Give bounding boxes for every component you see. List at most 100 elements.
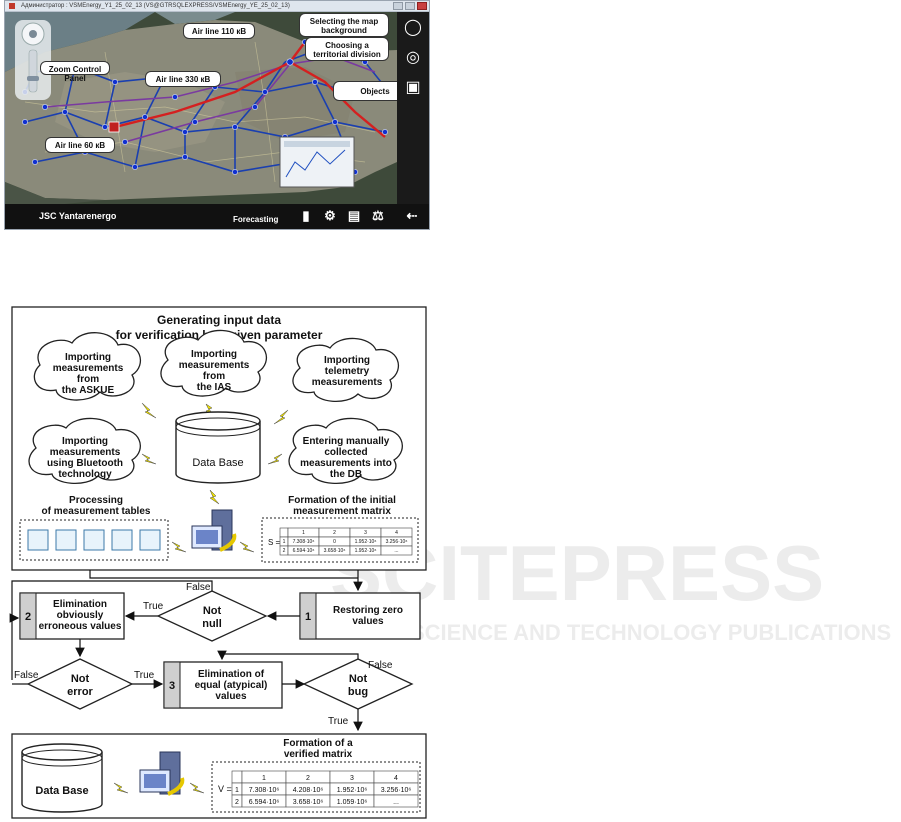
company-name: JSC Yantarenergo — [39, 211, 117, 221]
processing-line1: Processing — [69, 495, 123, 506]
cloud-ias-line2: measurements — [179, 360, 250, 371]
matrix-v-cell: ... — [393, 799, 399, 806]
processing-line2: of measurement tables — [42, 506, 151, 517]
true-label-noterror: True — [134, 670, 155, 681]
cloud-bluetooth-line4: technology — [58, 469, 112, 480]
matrix-s-cell: 0 — [333, 539, 336, 545]
cloud-manual: Entering manually collected measurements… — [288, 417, 403, 484]
callout-air-line-110: Air line 110 кВ — [183, 23, 255, 39]
close-button[interactable] — [417, 2, 427, 10]
cloud-telemetry-line1: Importing — [324, 355, 370, 366]
step2-line2: obviously — [57, 610, 104, 621]
back-arrow-icon[interactable]: ⇠ — [406, 208, 418, 223]
matrix-s-cell-bg — [380, 545, 413, 556]
cloud-bluetooth-line3: using Bluetooth — [47, 458, 123, 469]
cloud-bluetooth: Importing measurements using Bluetooth t… — [28, 417, 141, 484]
matrix-s-cell: 1.952·10⁶ — [355, 539, 377, 545]
matrix-v-cell: 1.059·10⁶ — [337, 799, 368, 806]
matrix-s-cell: 4 — [395, 530, 398, 536]
cloud-manual-line2: collected — [324, 447, 367, 458]
matrix-v-cell: 3.658·10⁶ — [293, 799, 324, 806]
database-label: Data Base — [192, 457, 243, 469]
matrix-v-label: V = — [218, 784, 232, 794]
matrix-s-cell-bg — [279, 527, 289, 538]
cloud-askue-line2: measurements — [53, 363, 124, 374]
dec-noterror-line1: Not — [71, 673, 90, 685]
cloud-ias: Importing measurements from the IAS — [160, 329, 268, 397]
decision-not-error: Not error — [26, 658, 134, 710]
matrix-v-cell-bg — [373, 794, 419, 808]
minimize-button[interactable] — [393, 2, 403, 10]
matrix-v-cell: 4 — [394, 775, 398, 782]
matrix-s-cell: 7.308·10⁶ — [293, 539, 315, 545]
cloud-ias-line1: Importing — [191, 349, 237, 360]
callout-air-line-60: Air line 60 кВ — [45, 137, 115, 153]
lightning-icon-bottom-right — [189, 782, 205, 794]
matrix-v-cell: 6.594·10⁶ — [249, 799, 280, 806]
forecast-thumbnail[interactable] — [279, 136, 355, 188]
step3-line2: equal (atypical) — [195, 680, 268, 691]
matrix-s-cell: 2 — [283, 548, 286, 554]
database-label-bottom: Data Base — [35, 785, 88, 797]
step1-line1: Restoring zero — [333, 605, 403, 616]
computer-icon — [191, 509, 237, 552]
step-restoring-zero: 1 Restoring zero values — [299, 592, 421, 640]
cloud-bluetooth-line1: Importing — [62, 436, 108, 447]
matrix-v-cell: 2 — [306, 775, 310, 782]
callout-territorial-division: Choosing a territorial division — [305, 37, 389, 61]
cloud-telemetry-line2: telemetry — [325, 366, 370, 377]
cloud-askue-line4: the ASKUE — [62, 385, 115, 396]
cloud-askue-line1: Importing — [65, 352, 111, 363]
decision-not-null: Not null — [156, 590, 268, 642]
matrix-s-cell: ... — [394, 548, 398, 554]
matrix-v-cell: 1 — [235, 787, 239, 794]
matrix-v-cell: 1 — [262, 775, 266, 782]
step3-line1: Elimination of — [198, 669, 265, 680]
app-window: Администратор : VSMEnergy_Y1_25_02_13 (V… — [4, 0, 430, 230]
chart-icon[interactable]: ▮ — [302, 208, 310, 223]
lightning-icon-bottom-left — [113, 782, 129, 794]
matrix-v-cell: 7.308·10⁶ — [249, 787, 280, 794]
step2-number: 2 — [25, 611, 31, 623]
gear-icon[interactable]: ⚙ — [324, 208, 336, 223]
matrix-s-cell: 6.594·10⁶ — [293, 548, 315, 554]
false-label-noterror: False — [14, 670, 39, 681]
books-icon[interactable]: ▤ — [347, 208, 361, 223]
cloud-telemetry-line3: measurements — [312, 377, 383, 388]
matrix-v-cell-bg — [231, 770, 243, 784]
maximize-button[interactable] — [405, 2, 415, 10]
matrix-v-cell: 3 — [350, 775, 354, 782]
decision-not-bug: Not bug — [302, 658, 414, 710]
cloud-ias-line4: the IAS — [197, 382, 232, 393]
matrix-s-cell: 3.256·10⁶ — [386, 539, 408, 545]
database-icon-bottom: Data Base — [21, 743, 103, 813]
callout-zoom-control-panel: Zoom Control Panel — [40, 61, 110, 83]
step1-line2: values — [352, 616, 384, 627]
scales-icon[interactable]: ⚖ — [372, 208, 384, 223]
formation-initial-line2: measurement matrix — [293, 506, 391, 517]
computer-icon-bottom — [139, 751, 185, 796]
dec-notnull-line2: null — [202, 618, 222, 630]
database-icon: Data Base — [175, 411, 261, 484]
step2-line3: erroneous values — [39, 621, 122, 632]
dec-notbug-line2: bug — [348, 686, 368, 698]
factory-icon[interactable]: ▣ — [405, 79, 421, 96]
cloud-askue: Importing measurements from the ASKUE — [33, 332, 142, 401]
false-label-notbug: False — [368, 660, 393, 671]
matrix-s-cell: 1.952·10⁶ — [355, 548, 377, 554]
bottom-bar: JSC Yantarenergo Forecasting ▮ ⚙ ▤ ⚖ ⇠ — [5, 204, 429, 229]
window-controls — [393, 2, 427, 10]
window-title: Администратор : VSMEnergy_Y1_25_02_13 (V… — [21, 3, 290, 9]
table-icons — [27, 529, 161, 551]
globe-icon[interactable]: ◎ — [406, 49, 420, 66]
search-icon[interactable]: ◯ — [404, 19, 422, 36]
dec-notnull-line1: Not — [203, 605, 222, 617]
false-label-notnull: False — [186, 582, 211, 593]
formation-verified-line1: Formation of a — [283, 738, 353, 749]
dec-noterror-line2: error — [67, 686, 93, 698]
forecasting-label[interactable]: Forecasting — [233, 215, 279, 224]
cloud-telemetry: Importing telemetry measurements — [292, 337, 400, 402]
zoom-control[interactable] — [15, 20, 51, 100]
matrix-v-cell: 4.208·10⁶ — [293, 787, 324, 794]
